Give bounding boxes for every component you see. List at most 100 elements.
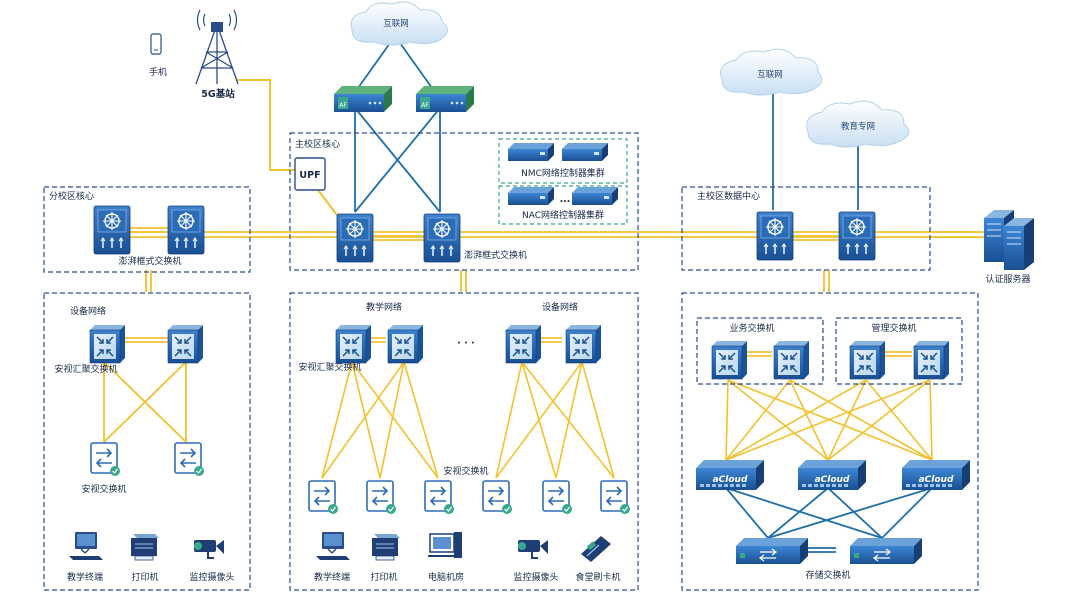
access-switch-icon bbox=[174, 442, 205, 477]
access-switch-icon bbox=[482, 480, 513, 515]
zone-title: 业务交换机 bbox=[729, 322, 774, 334]
link bbox=[351, 361, 381, 479]
link bbox=[495, 361, 583, 479]
cloud-education-net: 教育专网 bbox=[806, 100, 910, 148]
storage-switch-label: 存储交换机 bbox=[805, 569, 850, 581]
terminal-icon bbox=[316, 532, 350, 560]
link bbox=[379, 361, 405, 479]
upf-box: UPF bbox=[294, 157, 326, 191]
upf-label: UPF bbox=[299, 170, 320, 181]
core-switch-icon bbox=[167, 205, 205, 255]
cloud-label: 教育专网 bbox=[841, 121, 875, 132]
aggregation-switch-label: 安视汇聚交换机 bbox=[298, 361, 361, 373]
acloud-label: aCloud bbox=[919, 475, 954, 485]
phone-label: 手机 bbox=[149, 66, 167, 78]
controller-icon bbox=[508, 187, 554, 205]
aggregation-switch-icon bbox=[913, 340, 950, 380]
printer-label: 打印机 bbox=[370, 571, 397, 583]
camera-icon bbox=[518, 540, 548, 559]
link bbox=[789, 379, 933, 461]
firewall-tag: AF bbox=[421, 102, 429, 109]
link bbox=[581, 361, 615, 479]
link bbox=[725, 379, 867, 461]
card-reader-icon bbox=[581, 536, 611, 562]
access-switch-label: 安视交换机 bbox=[81, 483, 126, 495]
core-switch-icon bbox=[756, 211, 794, 261]
access-switch-icon bbox=[366, 480, 397, 515]
printer-icon bbox=[372, 534, 400, 561]
zone-title: 主校区数据中心 bbox=[697, 190, 760, 202]
link bbox=[321, 361, 405, 479]
zone-title: 分校区核心 bbox=[49, 190, 94, 202]
link bbox=[827, 379, 867, 461]
terminal-icon bbox=[69, 532, 103, 560]
zone-title: 管理交换机 bbox=[871, 322, 916, 334]
storage-switch-icon bbox=[849, 537, 923, 565]
camera-label: 监控摄像头 bbox=[513, 571, 558, 583]
base-station-icon bbox=[195, 9, 239, 85]
access-switch-label: 安视交换机 bbox=[443, 465, 488, 477]
core-switch-icon bbox=[838, 211, 876, 261]
zone-dc-area bbox=[681, 292, 979, 591]
aggregation-switch-icon bbox=[505, 324, 542, 364]
server-icon bbox=[1003, 217, 1035, 271]
zones bbox=[43, 132, 979, 591]
link bbox=[521, 361, 615, 479]
access-switch-icon bbox=[90, 442, 121, 477]
zone-nac-cluster bbox=[498, 185, 628, 225]
zone-title: 教学网络 bbox=[366, 301, 402, 313]
access-switch-icon bbox=[308, 480, 339, 515]
link bbox=[351, 361, 439, 479]
terminal-label: 教学终端 bbox=[67, 571, 103, 583]
link bbox=[725, 379, 931, 461]
core-switch-label: 澎湃框式交换机 bbox=[118, 255, 181, 267]
acloud-icon: aCloud bbox=[798, 460, 866, 490]
cloud-label: 互联网 bbox=[757, 70, 783, 80]
firewall-icon: AF bbox=[334, 86, 392, 112]
access-switch-icon bbox=[542, 480, 573, 515]
zone-main-area bbox=[289, 292, 639, 591]
link-5g-upf bbox=[236, 79, 298, 171]
link bbox=[929, 379, 933, 461]
link bbox=[321, 361, 353, 479]
camera-label: 监控摄像头 bbox=[189, 571, 234, 583]
core-switch-label: 澎湃框式交换机 bbox=[464, 249, 527, 261]
link bbox=[727, 379, 829, 461]
cloud-internet-top: 互联网 bbox=[350, 1, 448, 46]
core-switch-icon bbox=[93, 205, 131, 255]
ellipsis: ... bbox=[560, 194, 571, 205]
aggregation-switch-icon bbox=[773, 340, 810, 380]
controller-icon bbox=[572, 187, 618, 205]
access-switch-icon bbox=[424, 480, 455, 515]
controller-icon bbox=[562, 143, 608, 161]
core-switch-icon bbox=[423, 213, 461, 263]
camera-icon bbox=[194, 540, 224, 559]
link bbox=[725, 379, 729, 461]
cloud-internet-right: 互联网 bbox=[720, 48, 823, 96]
link bbox=[495, 361, 523, 479]
aggregation-switch-icon bbox=[89, 324, 126, 364]
zone-title: 设备网络 bbox=[542, 301, 578, 313]
aggregation-switch-icon bbox=[167, 324, 204, 364]
terminal-label: 教学终端 bbox=[314, 571, 350, 583]
link bbox=[789, 379, 829, 461]
printer-label: 打印机 bbox=[131, 571, 158, 583]
zone-main-core bbox=[289, 132, 639, 271]
base-station-label: 5G基站 bbox=[201, 88, 235, 100]
access-switch-icon bbox=[600, 480, 631, 515]
card-reader-label: 食堂刷卡机 bbox=[575, 571, 620, 583]
aggregation-switch-icon bbox=[565, 324, 602, 364]
link bbox=[555, 361, 583, 479]
nmc-cluster-label: NMC网络控制器集群 bbox=[521, 167, 605, 179]
zone-branch-area bbox=[43, 292, 251, 591]
printer-icon bbox=[131, 534, 159, 561]
cloud-label: 互联网 bbox=[383, 19, 409, 29]
auth-server-label: 认证服务器 bbox=[985, 273, 1030, 285]
aggregation-switch-label: 安视汇聚交换机 bbox=[54, 363, 117, 375]
storage-switch-icon bbox=[735, 537, 809, 565]
zone-title: 主校区核心 bbox=[295, 138, 340, 150]
computer-room-icon bbox=[428, 532, 462, 558]
acloud-label: aCloud bbox=[815, 475, 850, 485]
aggregation-switch-icon bbox=[387, 324, 424, 364]
